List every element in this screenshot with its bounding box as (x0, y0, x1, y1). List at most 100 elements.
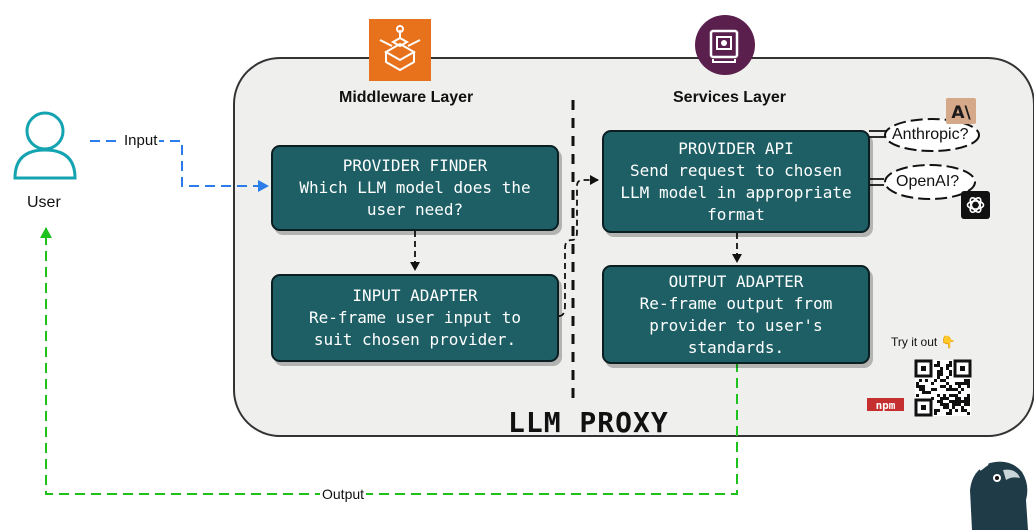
qr-module (967, 397, 970, 400)
output-edge-label: Output (320, 486, 367, 502)
qr-module (940, 385, 943, 388)
qr-module (946, 376, 949, 379)
edge-input-adapter-to-provider-api (558, 175, 599, 317)
provider-api-line: PROVIDER API (678, 138, 794, 158)
qr-module (952, 388, 955, 391)
qr-module (961, 409, 964, 412)
qr-module (925, 391, 928, 394)
qr-module (943, 394, 946, 397)
qr-module (916, 394, 919, 397)
llm-proxy-container (233, 57, 1034, 437)
qr-module (949, 361, 952, 364)
qr-module (961, 388, 964, 391)
qr-module (955, 394, 958, 397)
qr-module (931, 388, 934, 391)
qr-module (919, 385, 922, 388)
qr-module (946, 397, 949, 400)
qr-module (922, 388, 925, 391)
qr-module (958, 382, 961, 385)
qr-module (934, 409, 937, 412)
qr-module (916, 382, 919, 385)
qr-module (943, 397, 946, 400)
qr-module (934, 412, 937, 415)
qr-module (919, 379, 922, 382)
anthropic-cloud (884, 118, 980, 152)
svg-text:npm: npm (876, 399, 896, 412)
provider-finder-line: PROVIDER FINDER (342, 156, 488, 175)
qr-module (967, 379, 970, 382)
provider-api-node[interactable]: PROVIDER API Send request to chosen LLM … (602, 130, 870, 233)
qr-module (943, 406, 946, 409)
qr-module (928, 391, 931, 394)
openai-logo-icon (961, 191, 990, 219)
qr-module (952, 406, 955, 409)
qr-module (940, 373, 943, 376)
input-adapter-node[interactable]: INPUT ADAPTER Re-frame user input to sui… (271, 274, 559, 362)
qr-module (952, 400, 955, 403)
provider-api-line: Send request to chosen (630, 160, 842, 180)
input-edge (90, 140, 269, 192)
qr-module (940, 367, 943, 370)
qr-module (961, 382, 964, 385)
qr-module (949, 409, 952, 412)
qr-module (940, 403, 943, 406)
output-adapter-line: Re-frame output from (639, 293, 833, 313)
qr-module (934, 388, 937, 391)
qr-module (946, 364, 949, 367)
qr-module (955, 400, 958, 403)
provider-api-line: LLM model in appropriate (620, 182, 852, 202)
qr-module (949, 394, 952, 397)
qr-module (949, 373, 952, 376)
qr-module (943, 385, 946, 388)
qr-module (946, 382, 949, 385)
qr-module (949, 388, 952, 391)
output-adapter-line: OUTPUT ADAPTER (668, 271, 804, 291)
try-it-out-label[interactable]: Try it out 👇 (891, 335, 956, 349)
qr-module (940, 400, 943, 403)
qr-module (955, 403, 958, 406)
anthropic-logo-icon: A\ (946, 98, 976, 124)
provider-finder-line: Which LLM model does the (299, 178, 531, 197)
qr-module (922, 385, 925, 388)
qr-module (934, 364, 937, 367)
qr-module (949, 364, 952, 367)
qr-module (934, 379, 937, 382)
qr-module (952, 403, 955, 406)
qr-module (961, 400, 964, 403)
qr-module (952, 394, 955, 397)
output-adapter-node[interactable]: OUTPUT ADAPTER Re-frame output from prov… (602, 265, 870, 364)
qr-module (964, 382, 967, 385)
qr-module (964, 400, 967, 403)
qr-module (946, 388, 949, 391)
qr-module (964, 397, 967, 400)
input-edge-label: Input (122, 132, 160, 149)
user-label: User (27, 194, 61, 211)
qr-module (967, 394, 970, 397)
qr-module (949, 400, 952, 403)
qr-module (937, 376, 940, 379)
output-edge (40, 227, 738, 495)
edge-provider-api-to-openai (869, 178, 884, 186)
qr-module (931, 382, 934, 385)
aws-application-integration-icon (369, 19, 431, 81)
qr-module (946, 403, 949, 406)
qr-module (964, 403, 967, 406)
qr-module (955, 388, 958, 391)
qr-code-icon (914, 359, 972, 417)
mascot-bird-icon (970, 461, 1028, 530)
qr-module (937, 364, 940, 367)
qr-module (958, 397, 961, 400)
openai-cloud (884, 164, 976, 200)
qr-module (922, 391, 925, 394)
qr-module (958, 403, 961, 406)
services-server-icon (695, 15, 755, 75)
qr-module (937, 394, 940, 397)
qr-module (949, 370, 952, 373)
qr-module (937, 373, 940, 376)
qr-module (955, 397, 958, 400)
qr-module (937, 409, 940, 412)
qr-module (949, 412, 952, 415)
qr-module (946, 406, 949, 409)
provider-finder-node[interactable]: PROVIDER FINDER Which LLM model does the… (271, 145, 559, 231)
qr-module (964, 379, 967, 382)
